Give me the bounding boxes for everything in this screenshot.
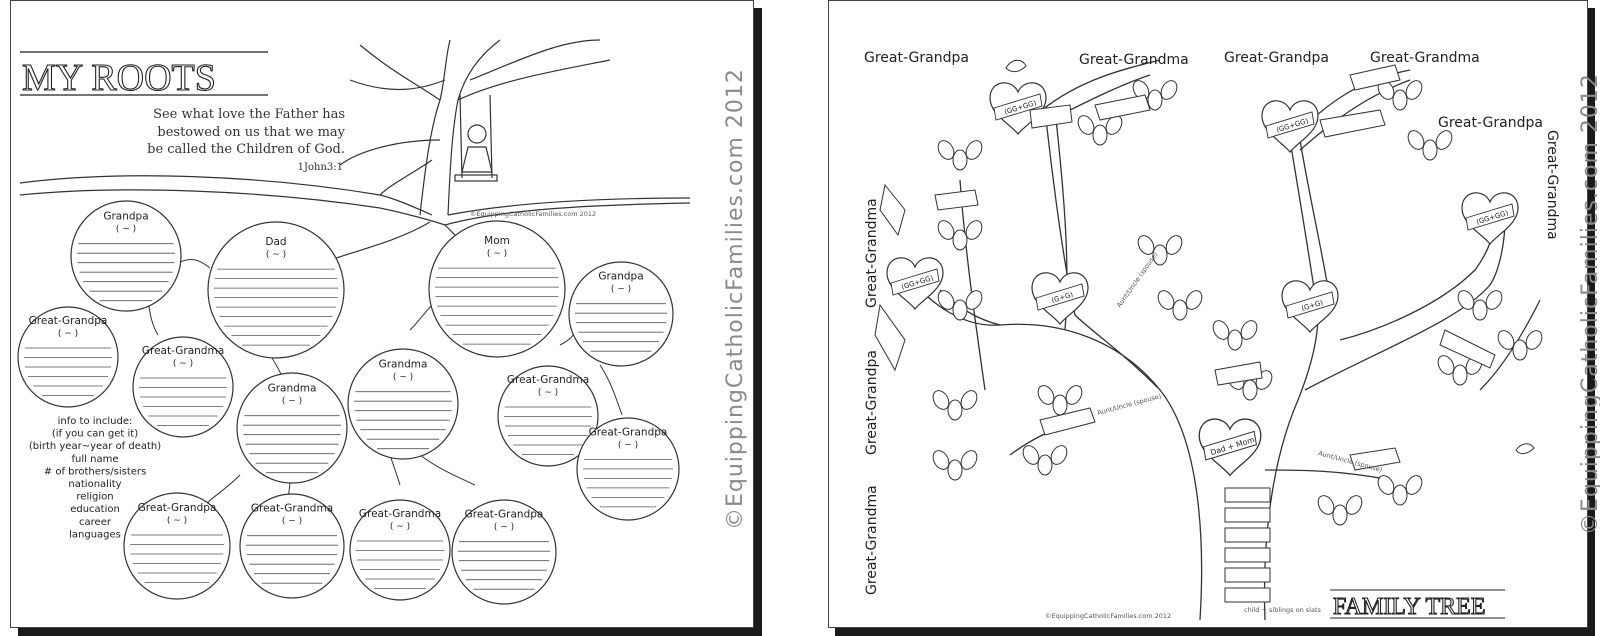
heart-icon: (G+G) bbox=[1032, 273, 1088, 324]
circle-placeholder: ( ~ ) bbox=[618, 440, 638, 450]
verse-line-1: See what love the Father has bbox=[153, 107, 345, 122]
left-title-block: MY ROOTS bbox=[20, 52, 268, 99]
left-watermark: ©EquippingCatholicFamilies.com 2012 bbox=[723, 68, 748, 530]
circle-placeholder: ( ~ ) bbox=[538, 388, 558, 398]
circle-label: Great-Grandpa bbox=[589, 426, 668, 438]
circle-label: Grandpa bbox=[103, 211, 148, 223]
circle-label: Mom bbox=[484, 235, 510, 247]
label-great-grandpa-4: Great-Grandpa bbox=[864, 350, 880, 455]
info-line: (if you can get it) bbox=[52, 429, 138, 440]
circle-placeholder: ( ~ ) bbox=[116, 225, 136, 235]
label-great-grandpa-1: Great-Grandpa bbox=[864, 50, 969, 66]
family-circle: Grandma ( ~ ) bbox=[237, 373, 347, 483]
circle-placeholder: ( ~ ) bbox=[266, 250, 286, 260]
heart-icon: Dad + Mom bbox=[1199, 419, 1261, 475]
family-circle: Great-Grandpa ( ~ ) bbox=[452, 500, 556, 604]
info-line: languages bbox=[69, 529, 121, 540]
info-line: religion bbox=[76, 492, 113, 503]
circle-placeholder: ( ~ ) bbox=[494, 523, 514, 533]
heart-icon: (GG+GG) bbox=[1262, 101, 1318, 152]
branch-note-3: Aunt/Uncle (spouse) bbox=[1115, 251, 1159, 309]
family-circle: Grandpa ( ~ ) bbox=[569, 262, 673, 366]
family-circle: Great-Grandma ( ~ ) bbox=[133, 337, 233, 437]
heart-icon: (G+G) bbox=[1282, 281, 1338, 332]
label-great-grandma-5: Great-Grandma bbox=[864, 485, 880, 595]
info-line: full name bbox=[72, 454, 119, 465]
right-copyright-small: ©EquippingCatholicFamilies.com 2012 bbox=[1045, 612, 1171, 620]
info-line: # of brothers/sisters bbox=[44, 466, 146, 477]
circle-placeholder: ( ~ ) bbox=[58, 329, 78, 339]
verse: See what love the Father has bestowed on… bbox=[147, 107, 346, 173]
circle-label: Great-Grandma bbox=[507, 374, 589, 386]
circle-placeholder: ( ~ ) bbox=[487, 249, 507, 259]
circle-label: Great-Grandma bbox=[359, 508, 441, 520]
circle-label: Great-Grandma bbox=[251, 503, 333, 515]
circle-placeholder: ( ~ ) bbox=[282, 397, 302, 407]
family-circles: Grandpa ( ~ ) Dad ( ~ ) Mom ( ~ ) Grandpa ( ~ )… bbox=[18, 201, 679, 604]
circle-label: Great-Grandpa bbox=[465, 509, 544, 521]
info-line: (birth year~year of death) bbox=[29, 441, 161, 452]
info-line: career bbox=[79, 517, 112, 528]
family-circle: Great-Grandpa ( ~ ) bbox=[124, 493, 230, 599]
label-great-grandma-2: Great-Grandma bbox=[1370, 50, 1480, 66]
family-circle: Great-Grandma ( ~ ) bbox=[240, 494, 344, 598]
label-great-grandpa-3: Great-Grandpa bbox=[1438, 115, 1543, 131]
branch-note-1: Aunt/Uncle (spouse) bbox=[1096, 392, 1162, 417]
info-line: nationality bbox=[68, 479, 121, 490]
circle-placeholder: ( ~ ) bbox=[173, 359, 193, 369]
circle-label: Grandpa bbox=[598, 271, 643, 283]
slats-note: child + siblings on slats bbox=[1244, 606, 1322, 614]
verse-line-2: bestowed on us that we may bbox=[157, 125, 345, 140]
circle-placeholder: ( ~ ) bbox=[390, 522, 410, 532]
family-circle: Grandpa ( ~ ) bbox=[71, 201, 181, 311]
family-circle: Mom ( ~ ) bbox=[429, 221, 565, 357]
family-circle: Great-Grandpa ( ~ ) bbox=[577, 418, 679, 520]
circle-placeholder: ( ~ ) bbox=[167, 516, 187, 526]
right-title-block: FAMILY TREE bbox=[1330, 590, 1505, 620]
circle-placeholder: ( ~ ) bbox=[282, 517, 302, 527]
verse-reference: 1John3:1 bbox=[298, 162, 343, 173]
label-great-grandma-3: Great-Grandma bbox=[1544, 130, 1560, 240]
heart-icon: (GG+GG) bbox=[887, 258, 943, 309]
heart-icon: (GG+GG) bbox=[1462, 193, 1518, 244]
circle-label: Great-Grandma bbox=[142, 345, 224, 357]
left-copyright-small: ©EquippingCatholicFamilies.com 2012 bbox=[470, 210, 596, 218]
label-great-grandpa-2: Great-Grandpa bbox=[1224, 50, 1329, 66]
circle-label: Great-Grandpa bbox=[138, 502, 217, 514]
info-line: education bbox=[70, 504, 120, 515]
circle-label: Grandma bbox=[379, 359, 428, 371]
circle-placeholder: ( ~ ) bbox=[393, 373, 413, 383]
circle-placeholder: ( ~ ) bbox=[611, 285, 631, 295]
circle-label: Dad bbox=[265, 236, 286, 248]
left-title: MY ROOTS bbox=[22, 57, 216, 99]
info-line: info to include: bbox=[58, 416, 133, 427]
family-circle: Great-Grandpa ( ~ ) bbox=[18, 307, 118, 407]
verse-line-3: be called the Children of God. bbox=[147, 142, 345, 157]
ladder-slats bbox=[1225, 488, 1270, 602]
circle-label: Grandma bbox=[268, 383, 317, 395]
label-great-grandma-4: Great-Grandma bbox=[864, 198, 880, 308]
family-circle: Grandma ( ~ ) bbox=[348, 349, 458, 459]
family-circle: Dad ( ~ ) bbox=[208, 222, 344, 358]
circle-label: Great-Grandpa bbox=[29, 315, 108, 327]
label-great-grandma-1: Great-Grandma bbox=[1079, 52, 1189, 68]
right-watermark: ©EquippingCatholicFamilies.com 2012 bbox=[1578, 73, 1600, 535]
family-circle: Great-Grandma ( ~ ) bbox=[350, 500, 450, 600]
right-title: FAMILY TREE bbox=[1333, 594, 1485, 620]
